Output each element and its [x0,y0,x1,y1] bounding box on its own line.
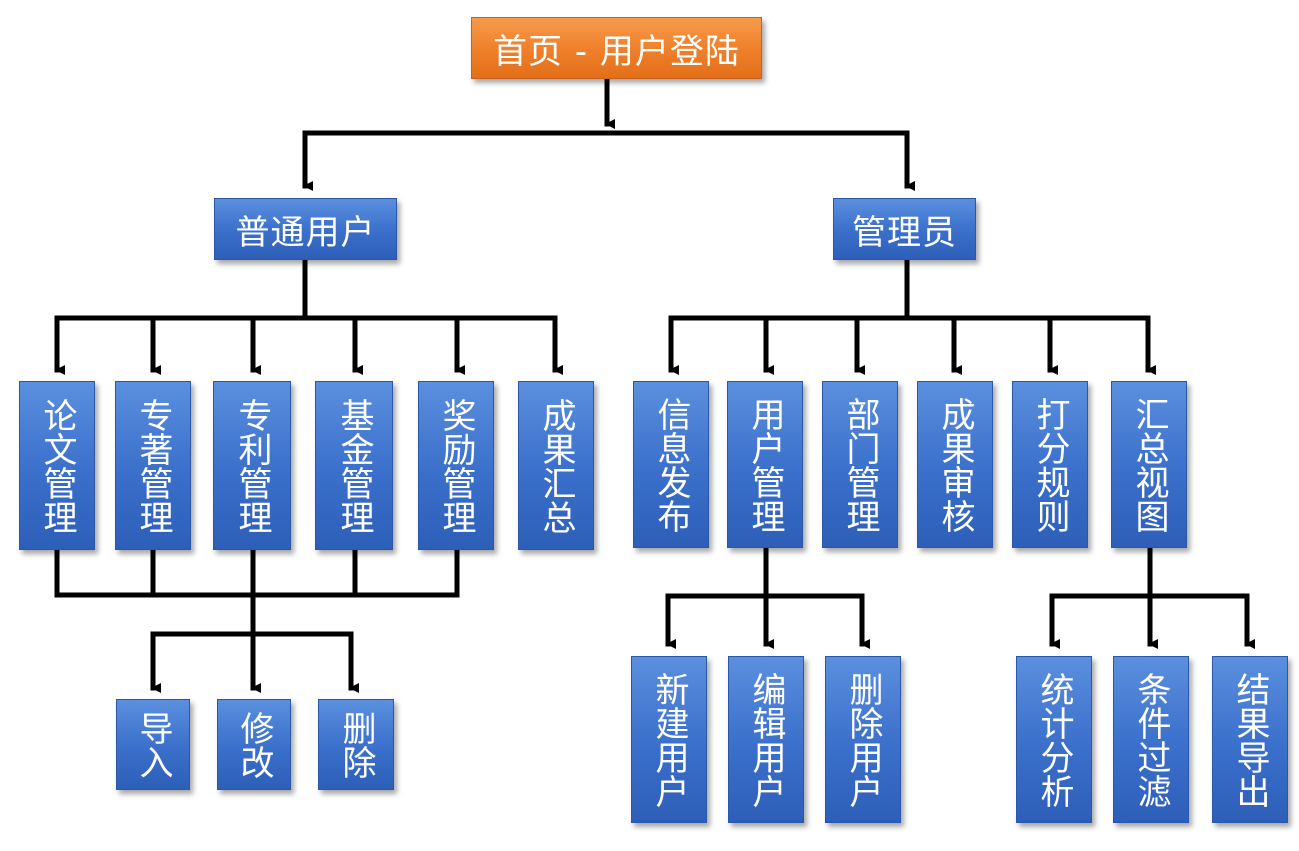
admin-module-node: 信息发布 [633,381,709,548]
user-action-node: 修改 [217,699,291,790]
user-mgmt-action-node: 删除用户 [825,656,901,823]
user-mgmt-action-label: 删除用户 [843,671,883,808]
user-action-label: 导入 [133,710,173,779]
summary-action-node: 统计分析 [1016,656,1092,823]
user-module-label: 奖励管理 [436,397,476,534]
user-module-label: 基金管理 [334,397,374,534]
admin-module-label: 用户管理 [745,396,785,533]
admin-module-label: 部门管理 [840,396,880,533]
admin-module-node: 汇总视图 [1111,381,1187,548]
user-module-node: 基金管理 [315,381,393,550]
user-node: 普通用户 [214,198,397,260]
user-mgmt-action-node: 编辑用户 [728,656,804,823]
user-module-node: 专利管理 [213,381,291,550]
user-module-node: 论文管理 [19,381,95,550]
admin-node: 管理员 [833,198,976,260]
user-module-label: 专利管理 [232,397,272,534]
admin-module-node: 成果审核 [917,381,993,548]
admin-module-label: 打分规则 [1030,396,1070,533]
user-action-node: 删除 [318,699,394,790]
user-mgmt-action-node: 新建用户 [631,656,707,823]
user-mgmt-action-label: 新建用户 [649,671,689,808]
summary-action-node: 条件过滤 [1113,656,1189,823]
admin-module-label: 信息发布 [651,396,691,533]
admin-node-label: 管理员 [852,212,957,253]
admin-module-label: 汇总视图 [1129,396,1169,533]
user-action-node: 导入 [116,699,190,790]
user-module-node: 专著管理 [115,381,191,550]
user-module-label: 专著管理 [133,397,173,534]
admin-module-node: 打分规则 [1012,381,1088,548]
admin-module-node: 用户管理 [727,381,803,548]
summary-action-label: 统计分析 [1034,671,1074,808]
summary-action-node: 结果导出 [1212,656,1288,823]
user-mgmt-action-label: 编辑用户 [746,671,786,808]
user-action-label: 删除 [336,710,376,779]
admin-module-node: 部门管理 [822,381,898,548]
root-node-label: 首页 - 用户登陆 [493,31,740,72]
user-module-node: 奖励管理 [418,381,494,550]
user-module-node: 成果汇总 [518,381,594,550]
admin-module-label: 成果审核 [935,396,975,533]
summary-action-label: 条件过滤 [1131,671,1171,808]
user-node-label: 普通用户 [235,212,376,253]
user-action-label: 修改 [234,710,274,779]
user-module-label: 论文管理 [37,397,77,534]
summary-action-label: 结果导出 [1230,671,1270,808]
root-node: 首页 - 用户登陆 [471,17,762,79]
user-module-label: 成果汇总 [536,397,576,534]
